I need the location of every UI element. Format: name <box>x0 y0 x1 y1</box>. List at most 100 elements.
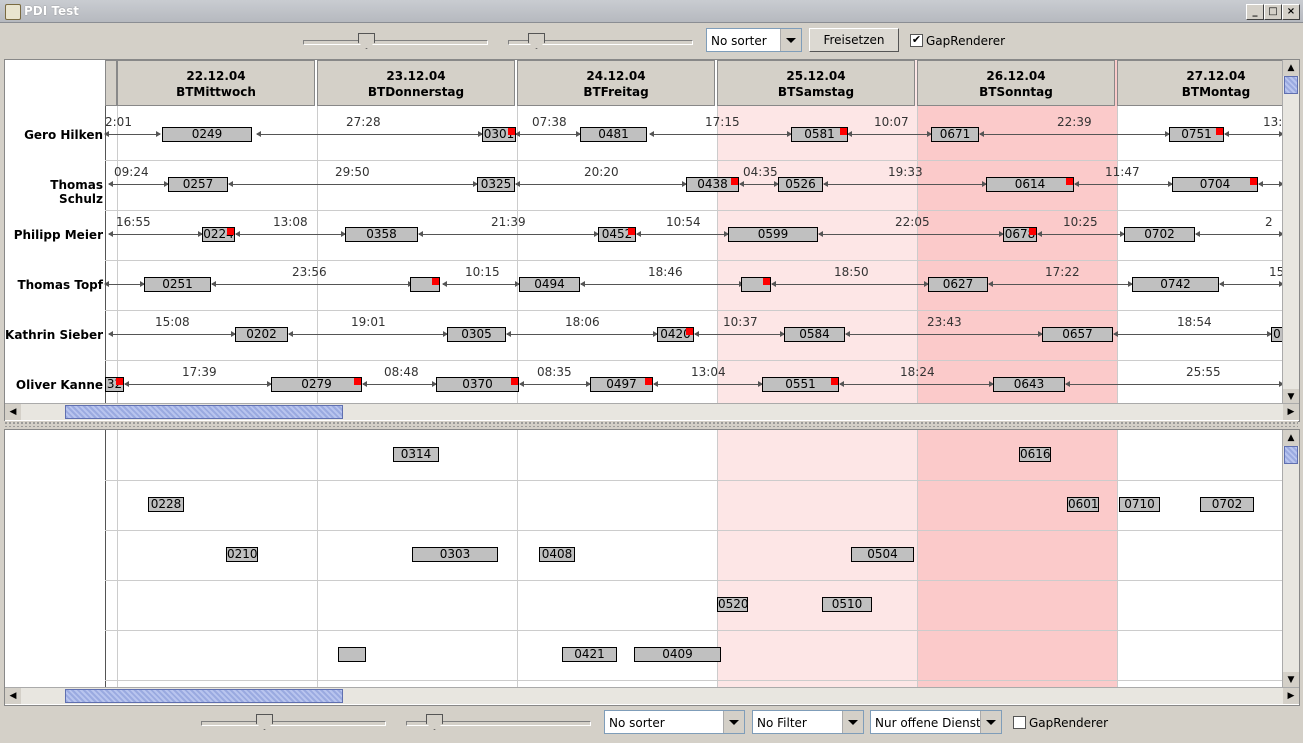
scroll-right-button[interactable]: ▶ <box>1283 404 1299 420</box>
duty-block[interactable]: 0551 <box>762 377 839 392</box>
bottom-gap-renderer-checkbox[interactable] <box>1013 716 1026 729</box>
slider-thumb[interactable] <box>256 714 273 730</box>
duty-block[interactable]: 0494 <box>519 277 580 292</box>
scroll-up-button[interactable]: ▲ <box>1283 60 1299 76</box>
gap-duration-label: 08:35 <box>537 365 572 379</box>
sorter-select[interactable]: No sorter <box>706 28 802 52</box>
upper-horizontal-scrollbar[interactable]: ◀ ▶ <box>5 403 1299 420</box>
chevron-down-icon[interactable] <box>980 711 1001 733</box>
duty-block[interactable]: 0257 <box>168 177 228 192</box>
scroll-up-button[interactable]: ▲ <box>1283 430 1299 446</box>
duty-block[interactable]: 0249 <box>162 127 252 142</box>
gap-arrow <box>1037 231 1125 237</box>
duty-block[interactable]: 0301 <box>482 127 516 142</box>
open-duty-block[interactable]: 0314 <box>393 447 439 462</box>
scroll-left-button[interactable]: ◀ <box>5 688 21 704</box>
lower-vertical-scrollbar[interactable]: ▲ ▼ <box>1282 430 1299 688</box>
open-duty-block[interactable]: 0510 <box>822 597 872 612</box>
duty-block[interactable]: 0420 <box>657 327 694 342</box>
duty-block[interactable]: 0643 <box>993 377 1065 392</box>
slider-thumb[interactable] <box>528 33 545 49</box>
freisetzen-button[interactable]: Freisetzen <box>809 28 899 52</box>
duty-block[interactable]: 0704 <box>1172 177 1258 192</box>
open-duty-block[interactable]: 0520 <box>717 597 748 612</box>
duty-block[interactable]: 0358 <box>345 227 418 242</box>
open-duty-block[interactable]: 0504 <box>851 547 914 562</box>
scroll-down-button[interactable]: ▼ <box>1283 389 1299 405</box>
duty-block[interactable]: 32 <box>105 377 124 392</box>
duty-block[interactable] <box>410 277 440 292</box>
duty-block[interactable]: 0202 <box>235 327 288 342</box>
slider-thumb[interactable] <box>358 33 375 49</box>
open-duty-block[interactable]: 0421 <box>562 647 617 662</box>
duty-block[interactable]: 0584 <box>784 327 845 342</box>
open-duty-block[interactable]: 0601 <box>1067 497 1099 512</box>
zoom-slider-1[interactable] <box>303 33 488 49</box>
gap-arrow <box>515 131 581 137</box>
gap-renderer-checkbox[interactable]: ✔ <box>910 33 923 47</box>
duty-block[interactable]: 0599 <box>728 227 818 242</box>
chevron-down-icon[interactable] <box>780 29 801 51</box>
scroll-right-button[interactable]: ▶ <box>1283 688 1299 704</box>
duty-block[interactable]: 0224 <box>202 227 235 242</box>
duty-filter-select[interactable]: Nur offene Dienste <box>870 710 1002 734</box>
close-button[interactable]: × <box>1282 4 1300 20</box>
maximize-button[interactable]: □ <box>1264 4 1282 20</box>
lower-horizontal-scrollbar[interactable]: ◀ ▶ <box>5 687 1299 704</box>
open-duty-block[interactable]: 0710 <box>1119 497 1160 512</box>
open-duty-block[interactable]: 0228 <box>148 497 184 512</box>
upper-vertical-scrollbar[interactable]: ▲ ▼ <box>1282 60 1299 405</box>
filter-select[interactable]: No Filter <box>752 710 864 734</box>
duty-block[interactable]: 0370 <box>436 377 519 392</box>
duty-block[interactable]: 0325 <box>477 177 515 192</box>
open-duty-block[interactable]: 0616 <box>1019 447 1051 462</box>
duty-block[interactable]: 0657 <box>1042 327 1113 342</box>
scroll-left-button[interactable]: ◀ <box>5 404 21 420</box>
open-duty-block[interactable]: 0303 <box>412 547 498 562</box>
duty-block[interactable]: 0742 <box>1132 277 1219 292</box>
duty-block[interactable] <box>741 277 771 292</box>
chevron-down-icon[interactable] <box>842 711 863 733</box>
chevron-down-icon[interactable] <box>723 711 744 733</box>
duty-block[interactable]: 0627 <box>928 277 988 292</box>
duty-block[interactable]: 0581 <box>791 127 848 142</box>
scroll-thumb[interactable] <box>65 405 343 419</box>
scroll-down-button[interactable]: ▼ <box>1283 672 1299 688</box>
open-duty-block[interactable]: 0702 <box>1200 497 1254 512</box>
duty-block[interactable]: 0526 <box>778 177 823 192</box>
duty-block[interactable]: 0481 <box>580 127 647 142</box>
gap-duration-label: 04:35 <box>743 165 778 179</box>
duty-block[interactable]: 0678 <box>1003 227 1037 242</box>
duty-block[interactable]: 0497 <box>590 377 653 392</box>
scroll-thumb[interactable] <box>1284 76 1298 94</box>
duty-block[interactable]: 0614 <box>986 177 1074 192</box>
duty-block[interactable]: 0452 <box>598 227 636 242</box>
minimize-button[interactable]: _ <box>1246 4 1264 20</box>
split-pane-divider[interactable] <box>4 421 1298 427</box>
zoom-slider-2[interactable] <box>508 33 693 49</box>
bottom-sorter-select[interactable]: No sorter <box>604 710 745 734</box>
open-duty-block[interactable]: 0408 <box>539 547 575 562</box>
zoom-slider-3[interactable] <box>201 714 386 730</box>
duty-block[interactable]: 0751 <box>1169 127 1224 142</box>
duty-block[interactable]: 0 <box>1271 327 1283 342</box>
duty-block[interactable]: 0702 <box>1124 227 1195 242</box>
duty-block[interactable]: 0438 <box>686 177 739 192</box>
duty-block[interactable]: 0279 <box>271 377 362 392</box>
open-duty-block[interactable]: 0409 <box>634 647 721 662</box>
scroll-thumb[interactable] <box>1284 446 1298 464</box>
zoom-slider-4[interactable] <box>406 714 591 730</box>
duty-block[interactable]: 0671 <box>931 127 979 142</box>
slider-thumb[interactable] <box>426 714 443 730</box>
open-duty-block[interactable] <box>338 647 366 662</box>
duty-block[interactable]: 0305 <box>447 327 506 342</box>
scroll-thumb[interactable] <box>65 689 343 703</box>
duty-block[interactable]: 0251 <box>144 277 211 292</box>
open-duty-block[interactable]: 0210 <box>226 547 258 562</box>
